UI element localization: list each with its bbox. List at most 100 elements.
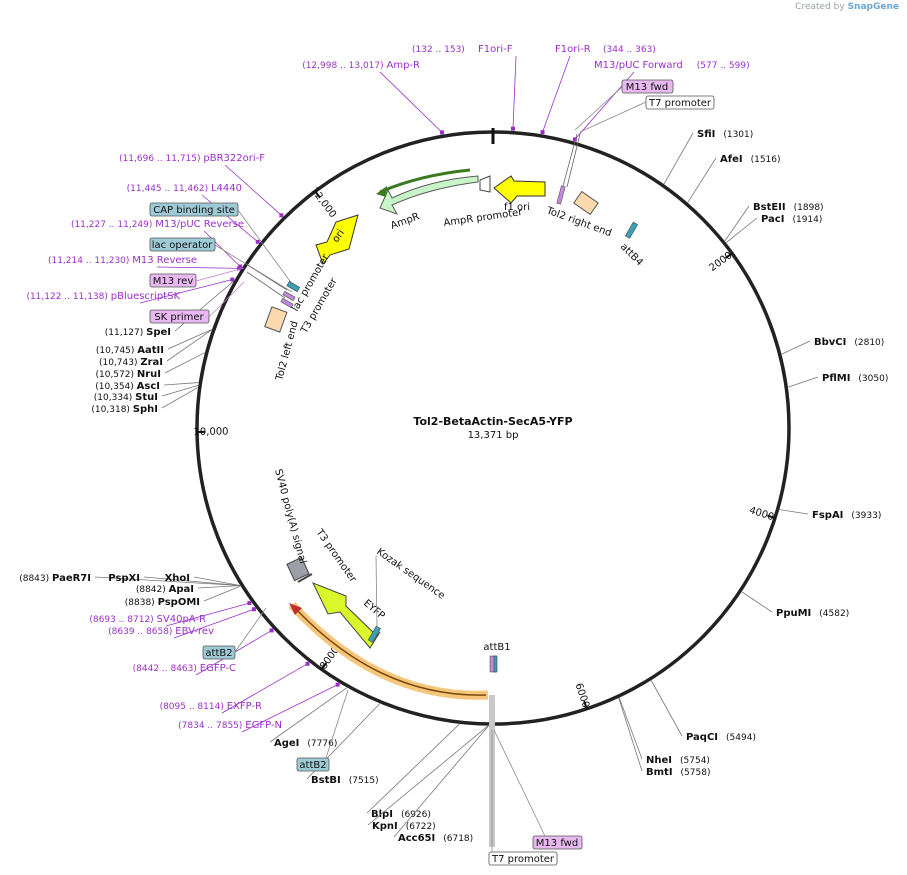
enzyme-leader-20 <box>193 576 241 586</box>
tick-mark-0 <box>724 251 734 259</box>
enzyme-label-nhei[interactable]: NheI(5754) <box>646 755 710 766</box>
enzyme-label-acc65i[interactable]: Acc65I(6718) <box>398 833 473 844</box>
primer-label-4[interactable]: (11,696 .. 11,715) pBR322ori-F <box>119 153 265 164</box>
enzyme-leader-16 <box>203 585 241 602</box>
enzyme-label-pspxi[interactable]: PspXI <box>108 573 140 584</box>
orange-arc-head <box>289 603 302 615</box>
enzyme-label-afei[interactable]: AfeI(1516) <box>720 154 781 165</box>
primer-label-8[interactable]: (11,122 .. 11,138) pBluescriptSK <box>26 291 180 302</box>
enzyme-label-asci[interactable]: (10,354) AscI <box>95 381 160 392</box>
t7-top-leader <box>579 101 647 133</box>
primer-label-9[interactable]: (8693 .. 8712) SV40pA-R <box>89 614 206 625</box>
m13-rev-label: M13 rev <box>153 276 194 287</box>
tol2-right-end-box[interactable] <box>573 190 599 216</box>
primer-label-3[interactable]: (12,998 .. 13,017) Amp-R <box>302 60 420 71</box>
enzyme-leader-4 <box>781 340 811 355</box>
enzyme-label-blpi[interactable]: BlpI(6926) <box>371 809 431 820</box>
primer-label-7[interactable]: (11,214 .. 11,230) M13 Reverse <box>48 255 197 266</box>
enzyme-label-agei[interactable]: AgeI(7776) <box>274 738 337 749</box>
m13-rev-inner-marker <box>282 290 296 302</box>
enzyme-label-kpni[interactable]: KpnI(6722) <box>372 821 436 832</box>
primer-label-6[interactable]: (11,227 .. 11,249) M13/pUC Reverse <box>71 219 244 230</box>
eyfp-arrow[interactable] <box>311 582 381 649</box>
sk-primer-inner-marker <box>280 297 294 309</box>
m13-fwd-bottom-label: M13 fwd <box>536 838 578 849</box>
tol2-left-end-box[interactable] <box>264 306 288 333</box>
f1-ori-arrow[interactable] <box>493 175 546 204</box>
m13-fwd-bottom-box[interactable] <box>532 835 583 850</box>
primer-leader-3 <box>379 71 443 133</box>
enzyme-leader-11 <box>366 723 460 814</box>
enzyme-leader-2 <box>724 205 750 242</box>
primer-label-2[interactable]: M13/pUC Forward(577 .. 599) <box>594 60 750 71</box>
attb2-bottom-box[interactable] <box>296 757 330 772</box>
orange-arc-feature[interactable] <box>288 601 489 700</box>
primer-leader-9 <box>165 602 250 627</box>
enzyme-label-bstbi[interactable]: BstBI(7515) <box>311 775 379 786</box>
attb4-marker[interactable] <box>624 221 638 239</box>
primer-label-10[interactable]: (8639 .. 8658) EBV-rev <box>108 626 214 637</box>
enzyme-label-nrui[interactable]: (10,572) NruI <box>95 369 161 380</box>
lac-operator-box[interactable] <box>149 237 216 252</box>
enzyme-leader-19 <box>143 576 241 586</box>
enzyme-label-bsteii[interactable]: BstEII(1898) <box>753 202 824 213</box>
enzyme-label-paer7i[interactable]: (8843) PaeR7I <box>19 573 91 584</box>
primer-label-0[interactable]: (132 .. 153)F1ori-F <box>412 44 513 55</box>
primer-site-7 <box>236 266 241 271</box>
enzyme-label-zrai[interactable]: (10,743) ZraI <box>99 357 163 368</box>
enzyme-label-fspai[interactable]: FspAI(3933) <box>812 510 881 521</box>
t7-promoter-top-box[interactable] <box>645 95 715 110</box>
ampr-outer-arc <box>379 168 471 194</box>
enzyme-label-spei[interactable]: (11,127) SpeI <box>105 327 171 338</box>
plasmid-size: 13,371 bp <box>468 430 519 441</box>
enzyme-label-sfii[interactable]: SfiI(1301) <box>697 129 753 140</box>
t7-promoter-top-label: T7 promoter <box>648 98 712 109</box>
t7-promoter-bottom-box[interactable] <box>488 851 558 866</box>
enzyme-label-pflmi[interactable]: PflMI(3050) <box>822 373 888 384</box>
tick-label-2: 6000 <box>573 682 591 710</box>
lac-operator-marker[interactable] <box>286 281 301 293</box>
kozak-leader <box>375 555 378 629</box>
primer-leader-4 <box>224 164 282 216</box>
enzyme-label-paci[interactable]: PacI(1914) <box>761 214 822 225</box>
enzyme-label-pspomi[interactable]: (8838) PspOMI <box>125 597 200 608</box>
primer-label-11[interactable]: (8442 .. 8463) EGFP-C <box>133 663 236 674</box>
attb2-bottom-leader <box>325 689 349 759</box>
enzyme-leader-8 <box>650 680 683 737</box>
ampr-feature-arrow[interactable] <box>379 175 479 215</box>
primer-label-12[interactable]: (8095 .. 8114) EXFP-R <box>160 701 262 712</box>
enzyme-label-apai[interactable]: (8842) ApaI <box>136 584 194 595</box>
ampr-promoter-arrow[interactable] <box>479 175 491 193</box>
cap-binding-site-box[interactable] <box>149 202 239 217</box>
attb2-left-label: attB2 <box>205 648 232 659</box>
watermark: Created by SnapGene <box>795 2 899 12</box>
enzyme-label-bbvci[interactable]: BbvCI(2810) <box>814 337 884 348</box>
enzyme-label-paqci[interactable]: PaqCI(5494) <box>686 732 756 743</box>
ori-arrow[interactable] <box>315 214 359 266</box>
enzyme-leader-21 <box>161 387 198 409</box>
lac-operator-label: lac operator <box>152 240 213 251</box>
enzyme-leader-1 <box>687 157 717 203</box>
primer-label-1[interactable]: (344 .. 363)F1ori-R <box>555 44 656 55</box>
enzyme-label-bmti[interactable]: BmtI(5758) <box>646 767 710 778</box>
primer-leader-12 <box>221 663 308 714</box>
attb2-left-box[interactable] <box>202 645 236 660</box>
tol2-right-leaders <box>562 133 578 187</box>
m13-fwd-top-box[interactable] <box>621 79 674 94</box>
enzyme-label-sphi[interactable]: (10,318) SphI <box>91 404 158 415</box>
enzyme-label-ppumi[interactable]: PpuMI(4582) <box>776 608 849 619</box>
primer-label-5[interactable]: (11,445 .. 11,462) L4440 <box>127 183 242 194</box>
left-cluster-leader-a <box>245 263 288 291</box>
enzyme-label-aatii[interactable]: (10,745) AatII <box>96 345 164 356</box>
tol2-right-inner-mark <box>556 185 566 205</box>
primer-label-13[interactable]: (7834 .. 7855) EGFP-N <box>178 720 282 731</box>
enzyme-label-xhoi[interactable]: XhoI <box>165 573 190 584</box>
enzyme-label-stui[interactable]: (10,334) StuI <box>94 392 158 403</box>
m13-rev-box[interactable] <box>149 273 197 288</box>
primer-site-11 <box>269 628 274 633</box>
sv40-polya-box[interactable] <box>286 556 310 582</box>
enzyme-leader-18 <box>94 576 241 586</box>
primer-site-10 <box>251 607 256 612</box>
primer-site-4 <box>279 213 284 218</box>
watermark-created-by: Created by <box>795 2 845 12</box>
